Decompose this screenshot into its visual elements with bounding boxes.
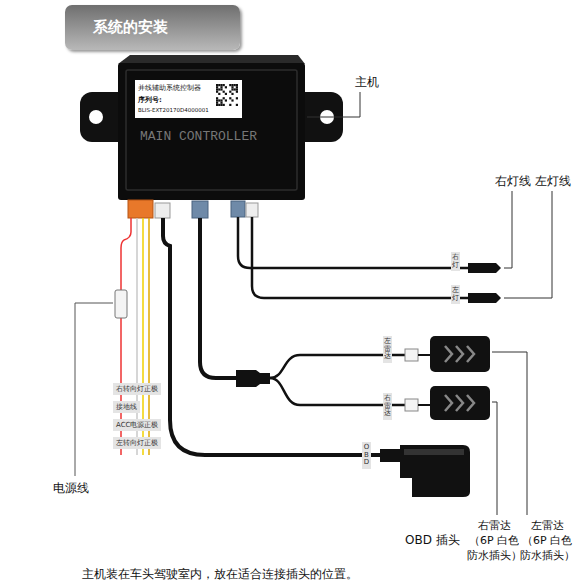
radar-unit [430, 336, 490, 372]
housing-top [118, 55, 305, 64]
lamp-wire [238, 217, 470, 268]
leader-line [504, 191, 552, 298]
wire-tag: 右转向灯正极 [113, 383, 161, 395]
wire-tag: 右雷达 [383, 393, 392, 420]
radar-chevrons [445, 395, 474, 411]
leader-line [307, 92, 360, 117]
wire-tag: OBD [362, 442, 371, 469]
caption: 主机装在车头驾驶室内，放在适合连接插头的位置。 [82, 566, 358, 583]
wire-tag: 左雷达 [383, 336, 392, 363]
radar-unit [430, 386, 490, 420]
radar-chevrons [445, 346, 474, 362]
fuse-holder [115, 290, 127, 318]
controller-housing [118, 63, 305, 200]
radar-lead [418, 355, 432, 405]
obd-neck [380, 449, 402, 462]
callout-label: 左灯线 [534, 173, 572, 190]
radar-plug [405, 349, 418, 361]
obd-cable [163, 218, 398, 455]
cable-junction [236, 370, 270, 387]
housing-panel [126, 70, 297, 190]
wire-tag: ACC电源正极 [113, 419, 161, 431]
title-tab: 系统的安装 [65, 5, 240, 50]
sticker [135, 80, 242, 118]
mounting-hole [89, 110, 103, 124]
callout-label: 左雷达 （6P 白色 防水插头） [519, 519, 575, 564]
obd-plug [400, 445, 470, 497]
sticker-text: 并线辅助系统控制器 [138, 83, 201, 93]
obd-edge [404, 449, 464, 455]
lamp-plug [468, 263, 501, 273]
lamp-connector [246, 203, 258, 217]
lamp-connector [231, 201, 245, 217]
radar-cable [200, 218, 238, 378]
callout-label: OBD 插头 [404, 532, 461, 549]
leader-line [492, 352, 527, 515]
housing-label: MAIN CONTROLLER [140, 129, 257, 144]
wire-tag: 左灯 [451, 285, 460, 304]
leader-line [504, 191, 512, 268]
leader-line [492, 402, 497, 515]
sticker-text: 序列号: [138, 95, 162, 105]
radar-plug [405, 399, 418, 411]
lamp-wire [252, 217, 470, 298]
controller-box: 并线辅助系统控制器序列号: BLIS-EXT20170D4000001MAIN C… [118, 57, 305, 200]
sticker-text: BLIS-EXT20170D4000001 [138, 107, 209, 113]
callout-label: 主机 [354, 74, 380, 91]
wire-tag: 接地线 [113, 401, 140, 413]
callout-label: 电源线 [52, 480, 90, 497]
callout-label: 右灯线 [494, 173, 532, 190]
wire-tag: 左转向灯正极 [113, 437, 161, 449]
connector [155, 203, 170, 218]
lamp-plug [468, 293, 501, 303]
power-connector [128, 200, 153, 218]
leader-line [75, 303, 113, 476]
radar-connector [192, 201, 208, 218]
wire-tag: 右灯 [451, 252, 460, 271]
callout-label: 右雷达 （6P 白色 防水插头） [466, 519, 522, 564]
qr-code [215, 83, 239, 107]
